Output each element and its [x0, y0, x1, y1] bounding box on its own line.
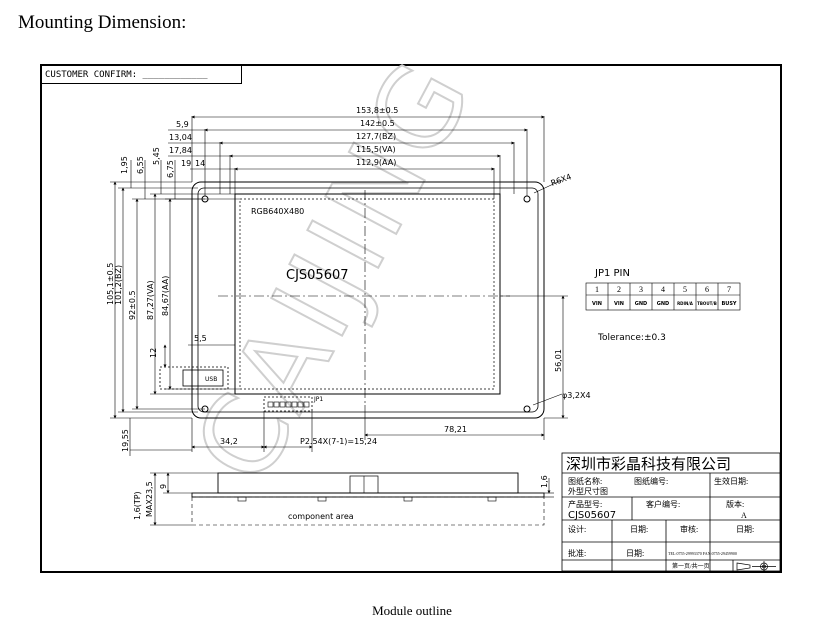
- company-name: 深圳市彩晶科技有限公司: [566, 456, 731, 473]
- dim-bezel-height: 101,2(BZ): [114, 265, 123, 305]
- title-block: [561, 452, 781, 572]
- model-label: CJS05607: [286, 268, 349, 283]
- dim-5-5: 5,5: [194, 334, 207, 343]
- bottom-dimensions: [191, 179, 568, 452]
- dim-bezel-width: 127,7(BZ): [356, 132, 396, 141]
- tb-contact: TEL:0755-29993370 FAX:0755-29459900: [668, 551, 737, 556]
- customer-confirm-box: CUSTOMER CONFIRM: ____________: [42, 66, 242, 84]
- tb-effective-date-label: 生效日期:: [714, 476, 748, 486]
- dim-6-75: 6,75: [166, 160, 175, 178]
- dim-17-84: 17,84: [169, 146, 192, 155]
- jp1-num-5: 5: [683, 285, 687, 294]
- resolution-label: RGB640X480: [251, 207, 304, 216]
- dim-19: 19: [181, 159, 191, 168]
- jp1-num-6: 6: [705, 285, 709, 294]
- dim-radius: R6X4: [550, 172, 573, 188]
- dim-side-1-6: 1,6: [540, 475, 549, 488]
- jp1-pin-1: VIN: [592, 301, 602, 307]
- dim-6-55: 6,55: [136, 156, 145, 174]
- tb-customer-no-label: 客户编号:: [646, 499, 680, 509]
- dim-19-55: 19,55: [121, 429, 130, 452]
- dim-aa-height: 84,67(AA): [161, 276, 170, 316]
- tb-approve-label: 批准:: [568, 548, 586, 558]
- dim-34-2: 34,2: [220, 437, 238, 446]
- jp1-title: JP1 PIN: [594, 268, 630, 279]
- jp1-num-4: 4: [661, 285, 665, 294]
- tb-drawing-name: 外型尺寸图: [568, 486, 608, 496]
- tb-review-label: 审核:: [680, 524, 698, 534]
- jp1-num-7: 7: [727, 285, 731, 294]
- top-dimensions: [168, 115, 545, 199]
- tb-date-label-2: 日期:: [736, 525, 754, 534]
- dim-va-width: 115,5(VA): [356, 145, 396, 154]
- tb-drawing-no-label: 图纸编号:: [634, 476, 668, 486]
- projection-symbol-icon: [736, 561, 776, 572]
- tb-product-model: CJS05607: [568, 510, 616, 521]
- dim-side-max: MAX23,5: [145, 481, 154, 517]
- figure-caption: Module outline: [372, 603, 452, 618]
- dim-aa-width: 112,9(AA): [356, 158, 396, 167]
- tb-date-label-1: 日期:: [630, 525, 648, 534]
- tb-product-model-label: 产品型号:: [568, 499, 602, 509]
- jp1-pin-7: BUSY: [721, 301, 736, 307]
- jp1-connector-label: JP1: [313, 396, 323, 403]
- dim-hole-height: 92±0.5: [128, 290, 137, 320]
- tb-drawing-name-label: 图纸名称:: [568, 476, 602, 486]
- jp1-num-2: 2: [617, 285, 621, 294]
- dim-14: 14: [195, 159, 205, 168]
- page-heading: Mounting Dimension:: [18, 12, 187, 33]
- jp1-num-3: 3: [639, 285, 643, 294]
- dim-12: 12: [149, 348, 158, 358]
- dim-overall-width: 153,8±0.5: [356, 106, 398, 115]
- tb-page: 第一页/共一页: [672, 562, 710, 570]
- side-view: [150, 472, 554, 526]
- jp1-pin-3: GND: [635, 301, 647, 307]
- drawing-frame: [40, 64, 782, 573]
- jp1-pin-2: VIN: [614, 301, 624, 307]
- dim-pitch: P2.54X(7-1)=15,24: [300, 437, 377, 446]
- dim-5-9: 5,9: [176, 120, 189, 129]
- tb-version-label: 版本:: [726, 499, 744, 509]
- dim-overall-height: 105,1±0.5: [106, 263, 115, 305]
- component-area-label: component area: [288, 512, 354, 521]
- dim-78-21: 78,21: [444, 425, 467, 434]
- tb-date-label-3: 日期:: [626, 549, 644, 558]
- dim-side-tp: 1,6(TP): [133, 491, 142, 520]
- dim-va-height: 87,27(VA): [146, 280, 155, 320]
- jp1-num-1: 1: [595, 285, 599, 294]
- jp1-pin-5: RDIN/A: [677, 301, 694, 306]
- dim-side-9: 9: [159, 484, 168, 489]
- dim-56-01: 56,01: [554, 349, 563, 372]
- jp1-pin-table: [585, 282, 741, 311]
- dim-13-04: 13,04: [169, 133, 192, 142]
- tolerance-label: Tolerance:±0.3: [597, 333, 666, 343]
- jp1-pin-4: GND: [657, 301, 669, 307]
- dim-1-95: 1,95: [120, 156, 129, 174]
- tb-version: A: [741, 511, 747, 520]
- jp1-pin-6: TBOUT/B: [697, 301, 717, 306]
- left-dimensions: [110, 160, 240, 456]
- dim-hole-width: 142±0.5: [360, 119, 395, 128]
- usb-label: USB: [205, 376, 217, 383]
- tb-design-label: 设计:: [568, 524, 586, 534]
- dim-hole-diameter: φ3,2X4: [562, 391, 591, 400]
- dim-5-45: 5,45: [152, 147, 161, 165]
